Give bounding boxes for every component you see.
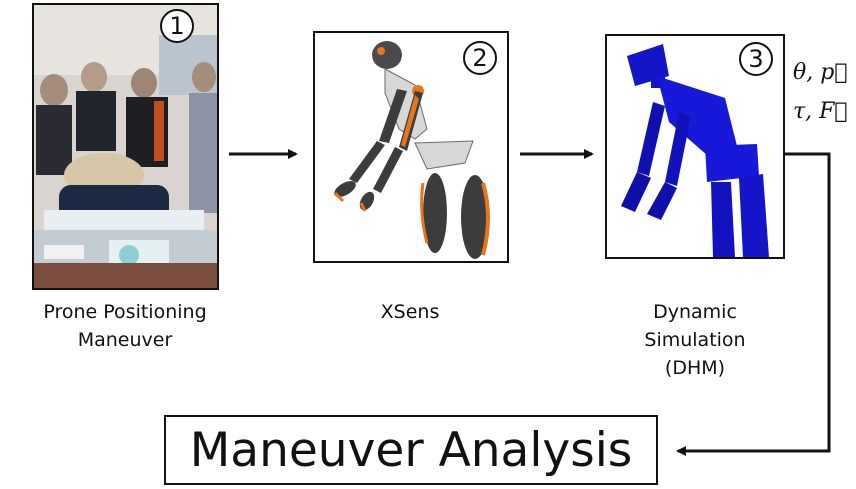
xsens-panel: 2: [313, 31, 509, 263]
arrow-3-to-analysis: [676, 152, 831, 456]
caption-line: XSens: [380, 301, 440, 323]
output-torques-forces: τ, F⃗: [793, 99, 848, 124]
caption-xsens: XSens: [330, 298, 490, 326]
step-badge-2: 2: [463, 41, 497, 75]
caption-line: (DHM): [664, 357, 726, 379]
maneuver-analysis-box: Maneuver Analysis: [164, 415, 658, 485]
caption-line: Maneuver: [77, 329, 173, 351]
caption-dynamic-simulation: Dynamic Simulation (DHM): [620, 298, 770, 382]
caption-line: Prone Positioning: [43, 301, 207, 323]
caption-line: Simulation: [644, 329, 746, 351]
dhm-panel: 3: [605, 34, 785, 259]
maneuver-analysis-label: Maneuver Analysis: [189, 422, 633, 478]
step-badge-3: 3: [739, 42, 773, 76]
output-angles-positions: θ, p⃗: [793, 60, 848, 85]
step-badge-1: 1: [160, 9, 194, 43]
caption-line: Dynamic: [653, 301, 737, 323]
caption-prone-positioning: Prone Positioning Maneuver: [0, 298, 250, 354]
maneuver-photo: [34, 5, 217, 288]
photo-panel: 1: [32, 3, 219, 290]
